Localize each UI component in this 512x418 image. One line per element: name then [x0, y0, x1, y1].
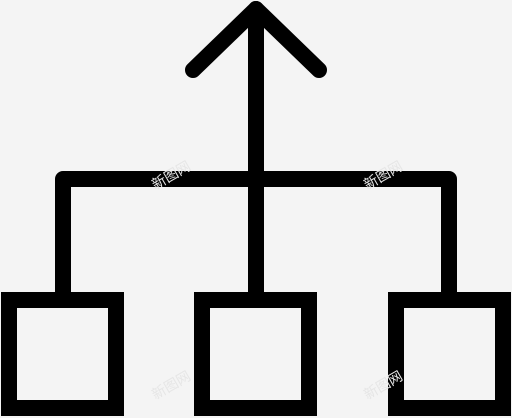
- center-node-box: [194, 292, 317, 416]
- branch-connector: [55, 171, 457, 308]
- left-node-box: [1, 292, 124, 416]
- right-node-box: [388, 292, 511, 416]
